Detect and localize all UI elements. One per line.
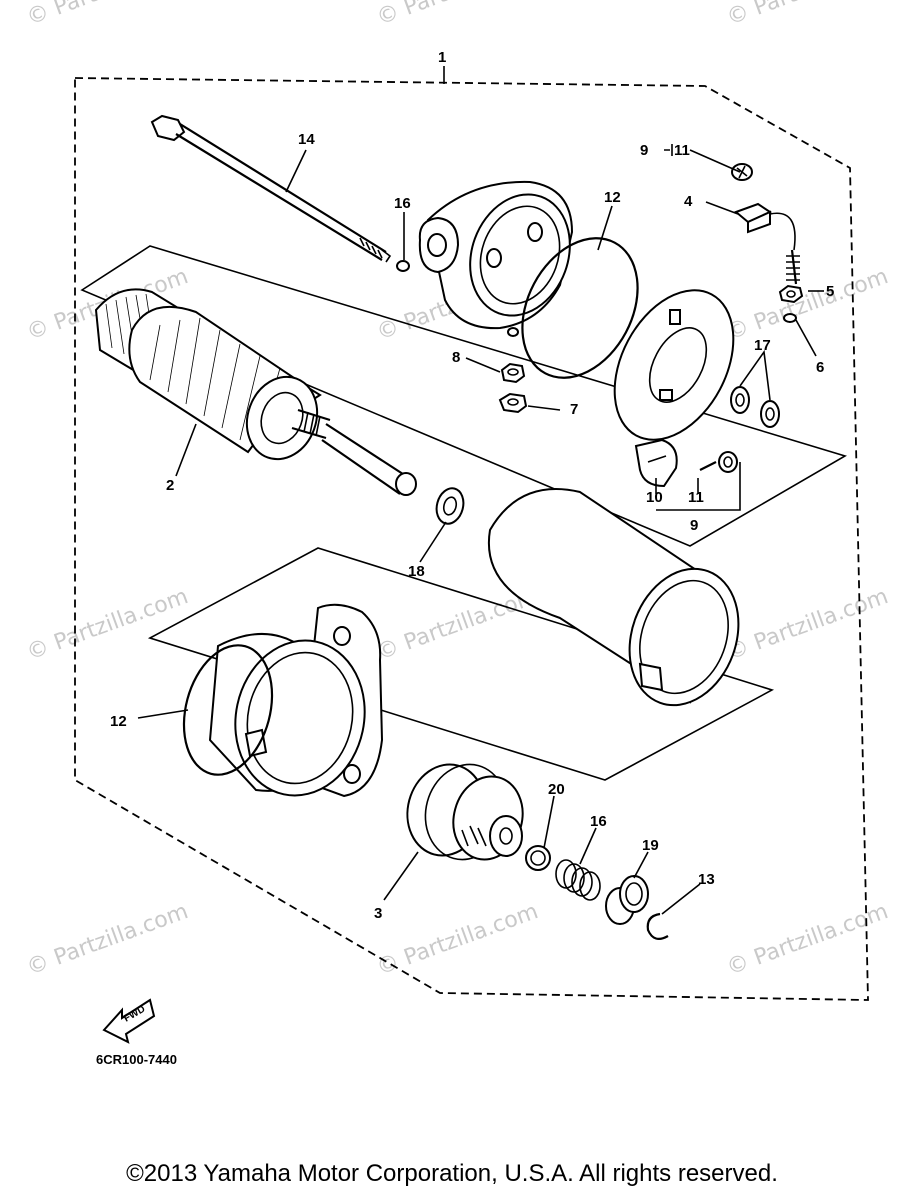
callout-9: 9 [640,142,648,159]
watermark: © Partzilla.com [724,264,892,346]
callout-6: 6 [816,359,824,376]
callout-3: 3 [374,905,382,922]
callout-11: 11 [674,142,690,159]
callout-18: 18 [408,563,425,580]
collar-20 [525,845,551,871]
callout-17: 17 [754,337,771,354]
drawing-code: 6CR100-7440 [96,1052,177,1067]
through-bolt [150,114,392,263]
callout-10: 10 [646,489,663,506]
projection-plane-lower [147,547,775,781]
forward-arrow-icon: FWD [102,998,156,1044]
watermark: © Partzilla.com [24,0,192,31]
leader-lines [137,144,824,915]
callout-labels: 1 14 16 12 9 11 4 5 6 8 7 17 10 11 9 2 1… [110,49,834,922]
brush-4 [734,202,800,285]
watermark: © Partzilla.com [24,584,192,666]
callout-19: 19 [642,837,659,854]
brush-holder-10 [634,438,678,488]
starter-motor-exploded-diagram: © Partzilla.com © Partzilla.com © Partzi… [24,0,892,1067]
nut-5 [778,284,804,304]
callout-13: 13 [698,871,715,888]
nut-8 [500,362,526,384]
armature [94,288,417,496]
screw-11-upper [731,163,753,181]
o-ring-upper [396,260,410,272]
callout-8: 8 [452,349,460,366]
callout-11: 11 [688,489,704,506]
nut-7 [498,392,528,414]
callout-4: 4 [684,193,693,210]
copyright-notice: ©2013 Yamaha Motor Corporation, U.S.A. A… [126,1160,778,1187]
watermark: © Partzilla.com [724,0,892,31]
brush-plate [613,289,735,441]
washers-17 [730,386,780,428]
callout-7: 7 [570,401,578,418]
yoke [487,488,740,707]
callout-12: 12 [110,713,127,730]
spring-16 [555,859,601,901]
circlip-13 [646,912,669,941]
rear-cover [418,180,574,337]
stopper-19 [605,875,649,925]
watermark: © Partzilla.com [374,899,542,981]
callout-20: 20 [548,781,565,798]
callout-5: 5 [826,283,834,300]
o-ring-large-upper [521,237,639,379]
assembly-boundary [74,77,869,1001]
washer-18 [435,487,465,525]
starter-clutch-3 [406,763,524,861]
washer-6 [783,313,797,323]
callout-9: 9 [690,517,698,534]
watermark: © Partzilla.com [724,584,892,666]
projection-plane-upper [80,245,847,547]
callout-12: 12 [604,189,621,206]
watermark: © Partzilla.com [374,0,542,31]
callout-16: 16 [590,813,607,830]
o-ring-large-lower [182,644,274,776]
watermark: © Partzilla.com [24,899,192,981]
callout-1: 1 [438,49,446,66]
callout-16: 16 [394,195,411,212]
screw-11-lower [699,451,738,473]
callout-14: 14 [298,131,315,148]
callout-2: 2 [166,477,174,494]
front-cover [208,603,384,798]
